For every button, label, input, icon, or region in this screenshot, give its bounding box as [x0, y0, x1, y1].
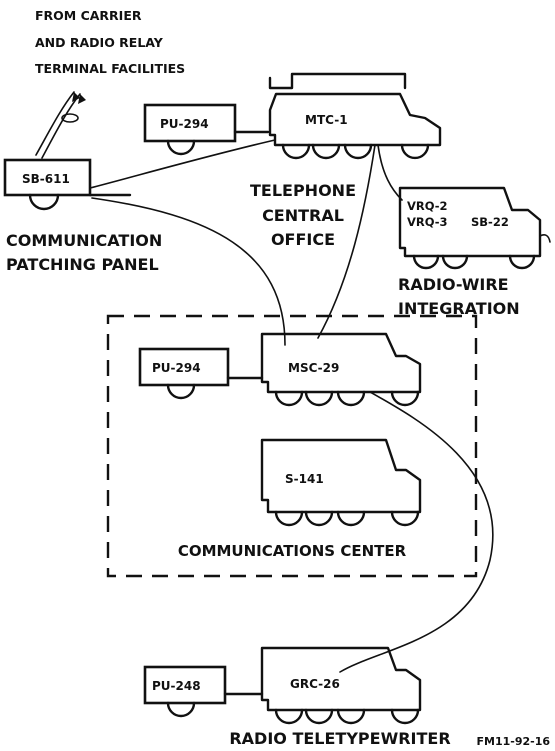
- pu294-top-box: [143, 103, 237, 143]
- central-office-line-2: CENTRAL: [262, 206, 344, 225]
- link-msc29-grc26: [339, 391, 494, 673]
- source-label-line-2: AND RADIO RELAY: [35, 35, 164, 50]
- sb611-box: [3, 158, 92, 197]
- pu294-top-trailer: PU-294: [143, 103, 270, 156]
- central-office-label: TELEPHONE CENTRAL OFFICE: [250, 181, 356, 249]
- vrq-vehicle: VRQ-2 VRQ-3 SB-22: [398, 186, 551, 270]
- sb611-label: SB-611: [22, 172, 70, 186]
- radio-teletypewriter-label: RADIO TELETYPEWRITER: [229, 729, 450, 748]
- incoming-feed-arrows: [35, 91, 86, 159]
- pu294-mid-label: PU-294: [152, 361, 201, 375]
- sb611-unit: SB-611: [3, 158, 132, 211]
- radio-wire-line-2: INTEGRATION: [398, 299, 520, 318]
- msc29-truck: MSC-29: [260, 332, 422, 407]
- source-label: FROM CARRIER AND RADIO RELAY TERMINAL FA…: [35, 8, 185, 76]
- s141-label: S-141: [285, 472, 324, 486]
- grc26-truck: GRC-26: [260, 646, 422, 725]
- mtc1-label: MTC-1: [305, 113, 348, 127]
- source-label-line-1: FROM CARRIER: [35, 8, 142, 23]
- pu248-label: PU-248: [152, 679, 201, 693]
- sb22-label: SB-22: [471, 215, 509, 229]
- link-mtc1-msc29: [317, 144, 376, 339]
- patching-panel-label: COMMUNICATION PATCHING PANEL: [6, 231, 162, 274]
- pu294-mid-trailer: PU-294: [138, 347, 264, 400]
- link-sb611-mtc1: [89, 139, 276, 189]
- patching-panel-line-1: COMMUNICATION: [6, 231, 162, 250]
- central-office-line-1: TELEPHONE: [250, 181, 356, 200]
- pu294-top-label: PU-294: [160, 117, 209, 131]
- communications-center-label: COMMUNICATIONS CENTER: [178, 542, 407, 560]
- vrq-label-1: VRQ-2: [407, 199, 448, 213]
- radio-wire-line-1: RADIO-WIRE: [398, 275, 509, 294]
- link-sb611-msc29: [91, 197, 286, 346]
- pu248-trailer: PU-248: [143, 665, 264, 718]
- central-office-line-3: OFFICE: [271, 230, 335, 249]
- s141-truck: S-141: [260, 438, 422, 527]
- radio-wire-label: RADIO-WIRE INTEGRATION: [398, 275, 520, 318]
- pu294-mid-box: [138, 347, 230, 387]
- mtc1-truck: MTC-1: [268, 72, 442, 160]
- connection-lines: [89, 139, 494, 673]
- grc26-label: GRC-26: [290, 677, 340, 691]
- pu248-box: [143, 665, 227, 705]
- patching-panel-line-2: PATCHING PANEL: [6, 255, 159, 274]
- msc29-label: MSC-29: [288, 361, 339, 375]
- source-label-line-3: TERMINAL FACILITIES: [35, 61, 185, 76]
- sb611-wheel: [28, 193, 60, 211]
- vrq-label-2: VRQ-3: [407, 215, 448, 229]
- communications-center-boundary: [106, 314, 478, 578]
- link-mtc1-vrq: [377, 144, 403, 201]
- figure-id: FM11-92-16: [476, 735, 550, 748]
